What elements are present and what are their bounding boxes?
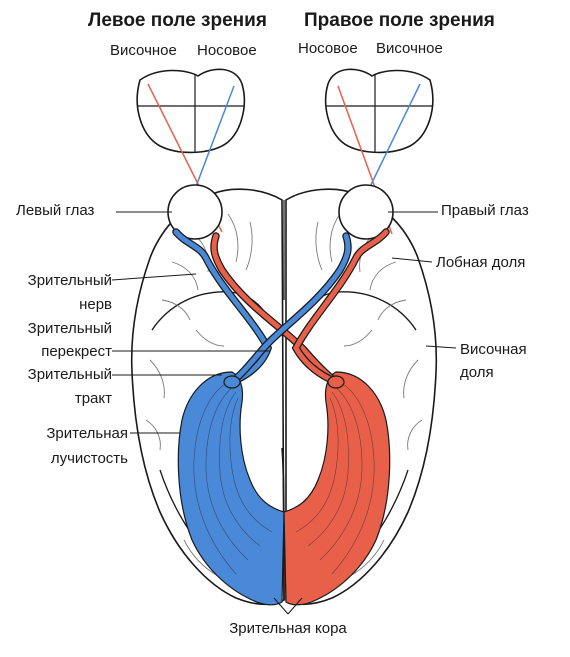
midline-posterior [281, 447, 285, 601]
leader-lines [111, 211, 457, 615]
radiation-fibres [193, 379, 375, 575]
right-eye-temporal-fibre-fill [293, 229, 389, 385]
visual-cortex-label: Зрительная кора [229, 620, 347, 637]
frontal-lobe-label: Лобная доля [436, 254, 526, 271]
optic-nerve-label-line1: Зрительный [27, 272, 112, 289]
left-optic-radiation [177, 371, 285, 606]
left-eye-temporal-fibre-fill [173, 229, 271, 385]
left-geniculate [223, 375, 241, 389]
optic-radiation-label-line1: Зрительная [46, 425, 128, 442]
right-eye-label: Правый глаз [441, 202, 529, 219]
left-eye-label: Левый глаз [16, 202, 95, 219]
optic-chiasm-label-line1: Зрительный [27, 320, 112, 337]
right-field-temporal-label: Височное [376, 40, 443, 57]
temporal-lobe-label-line2: доля [460, 364, 494, 381]
right-eye-nasal-fibre-fill [229, 233, 351, 385]
left-visual-field [136, 68, 246, 154]
right-field-title: Правое поле зрения [304, 10, 495, 31]
right-geniculate [327, 375, 345, 389]
right-optic-radiation [283, 371, 391, 606]
optic-radiation-label-line2: лучистость [50, 450, 128, 467]
optic-chiasm-label-line2: перекрест [41, 343, 112, 360]
right-field-nasal-label: Носовое [298, 40, 358, 57]
optic-tract-label-line2: тракт [74, 390, 112, 407]
left-field-nasal-label: Носовое [197, 42, 257, 59]
optic-tract-label-line1: Зрительный [27, 366, 112, 383]
temporal-lobe-label-line1: Височная [460, 341, 527, 358]
optic-nerve-label-line2: нерв [79, 296, 112, 313]
left-field-title: Левое поле зрения [88, 10, 267, 31]
left-field-temporal-label: Височное [110, 42, 177, 59]
left-eye-nasal-fibre-fill [211, 233, 339, 385]
right-visual-field [324, 68, 434, 154]
